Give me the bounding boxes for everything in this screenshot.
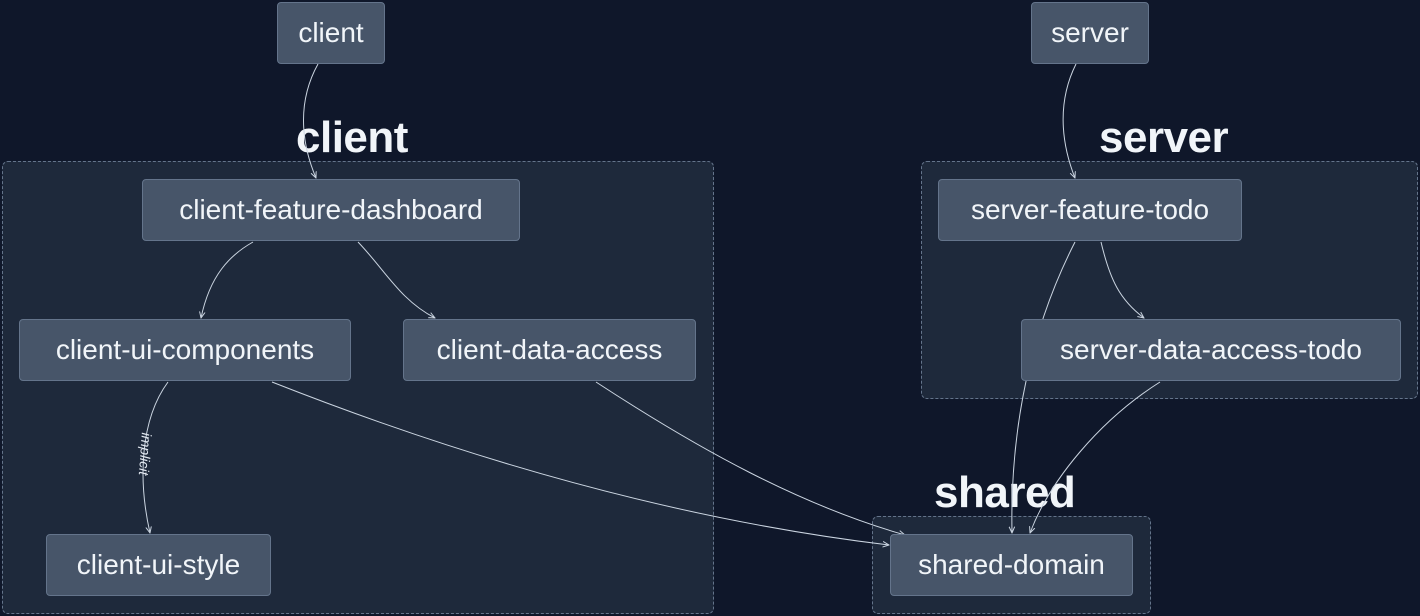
node-server-app[interactable]: server (1031, 2, 1149, 64)
shared-group-title: shared (934, 468, 1076, 517)
node-shared-domain[interactable]: shared-domain (890, 534, 1133, 596)
node-client-ui-components[interactable]: client-ui-components (19, 319, 351, 381)
node-client-feature-dashboard[interactable]: client-feature-dashboard (142, 179, 520, 241)
server-group-title: server (1099, 113, 1229, 162)
node-client-app[interactable]: client (277, 2, 385, 64)
node-client-ui-style[interactable]: client-ui-style (46, 534, 271, 596)
node-client-data-access[interactable]: client-data-access (403, 319, 696, 381)
node-server-data-access-todo[interactable]: server-data-access-todo (1021, 319, 1401, 381)
edge-label-implicit: implicit (135, 432, 155, 476)
node-server-feature-todo[interactable]: server-feature-todo (938, 179, 1242, 241)
client-group-title: client (296, 113, 408, 162)
